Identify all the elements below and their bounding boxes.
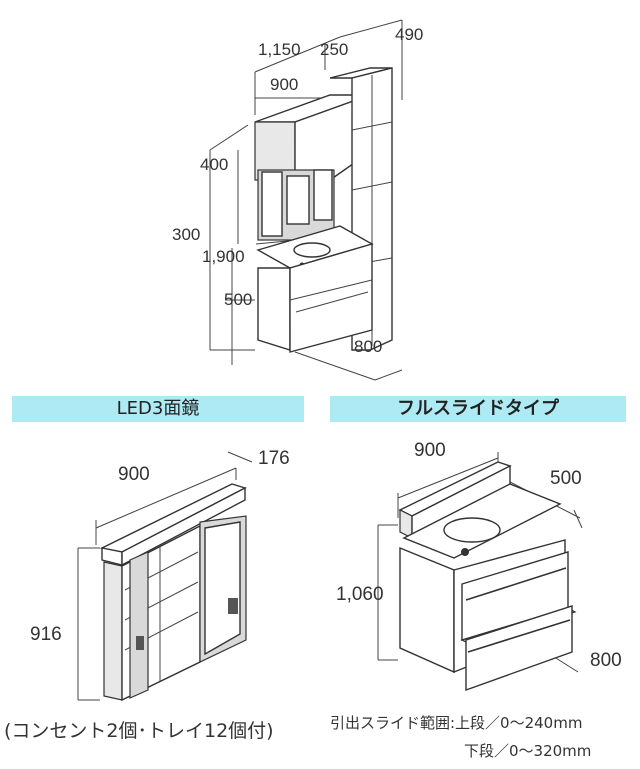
dim-490: 490 [395, 25, 423, 44]
mirror-caption: (コンセント2個･トレイ12個付) [4, 720, 274, 742]
vanity-illustration [377, 452, 583, 691]
vanity-depth: 500 [550, 468, 582, 489]
top-dimension-lines [254, 19, 403, 118]
slide-range-line1: 引出スライド範囲:上段／0～240mm [330, 714, 583, 732]
vanity-banner: フルスライドタイプ [330, 396, 626, 422]
vanity-width: 900 [414, 440, 446, 461]
mirror-illustration [77, 451, 253, 702]
top-dim-labels: 490 1,150 250 900 400 300 1,900 500 800 [172, 25, 423, 356]
top-unit-illustration [254, 67, 393, 353]
dim-800-top: 800 [354, 337, 382, 356]
vanity-height-total: 1,060 [336, 584, 384, 605]
dim-900-top: 900 [270, 75, 298, 94]
mirror-height: 916 [30, 624, 62, 645]
mirror-dim-labels: 900 176 916 [30, 448, 290, 645]
slide-range-line2: 下段／0～320mm [464, 742, 592, 760]
dim-250: 250 [320, 40, 348, 59]
dim-400: 400 [200, 155, 228, 174]
vanity-dim-labels: 900 500 1,060 800 [336, 440, 622, 671]
left-dimension-lines [209, 124, 403, 381]
vanity-height-cabinet: 800 [590, 650, 622, 671]
mirror-banner: LED3面鏡 [12, 396, 304, 422]
dim-300: 300 [172, 225, 200, 244]
mirror-depth: 176 [258, 448, 290, 469]
dim-1900: 1,900 [202, 247, 245, 266]
mirror-width: 900 [118, 464, 150, 485]
dim-500-top: 500 [224, 290, 252, 309]
dim-1150: 1,150 [258, 40, 301, 59]
